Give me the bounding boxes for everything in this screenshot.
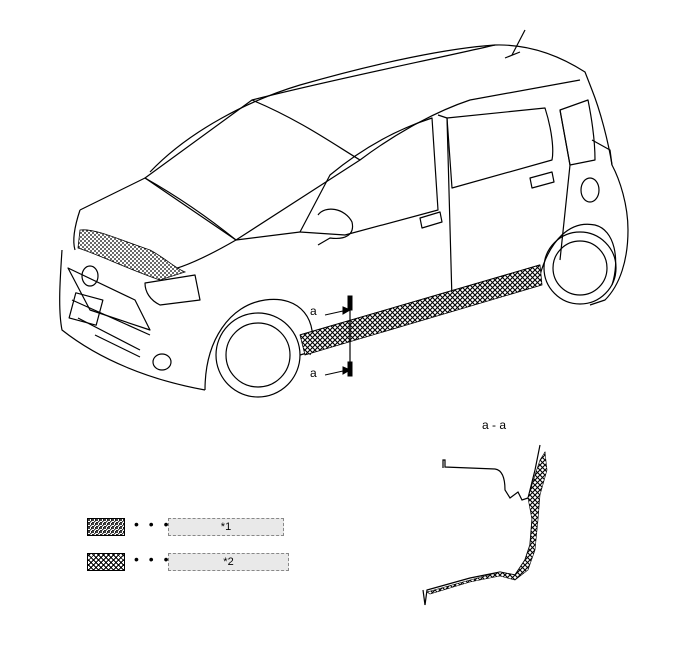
rocker-crosshatch-area: [299, 264, 543, 356]
legend-text-1: *1: [168, 518, 284, 536]
grille-dotted-area: [77, 229, 187, 281]
section-crosshatch: [426, 451, 548, 595]
section-profile: [422, 444, 546, 606]
car-outline: [59, 29, 629, 398]
legend-swatch-crosshatch-overlay: [87, 553, 125, 571]
legend-text-2: *2: [168, 553, 289, 571]
arrow-bottom-label: a: [310, 366, 317, 380]
legend-dots-1: • • •: [134, 516, 172, 532]
section-label: a - a: [482, 418, 507, 432]
section-cut-marker: [324, 295, 353, 377]
legend-dots-2: • • •: [134, 551, 172, 567]
legend-swatch-dotted: [87, 518, 125, 536]
arrow-top-label: a: [310, 304, 317, 318]
